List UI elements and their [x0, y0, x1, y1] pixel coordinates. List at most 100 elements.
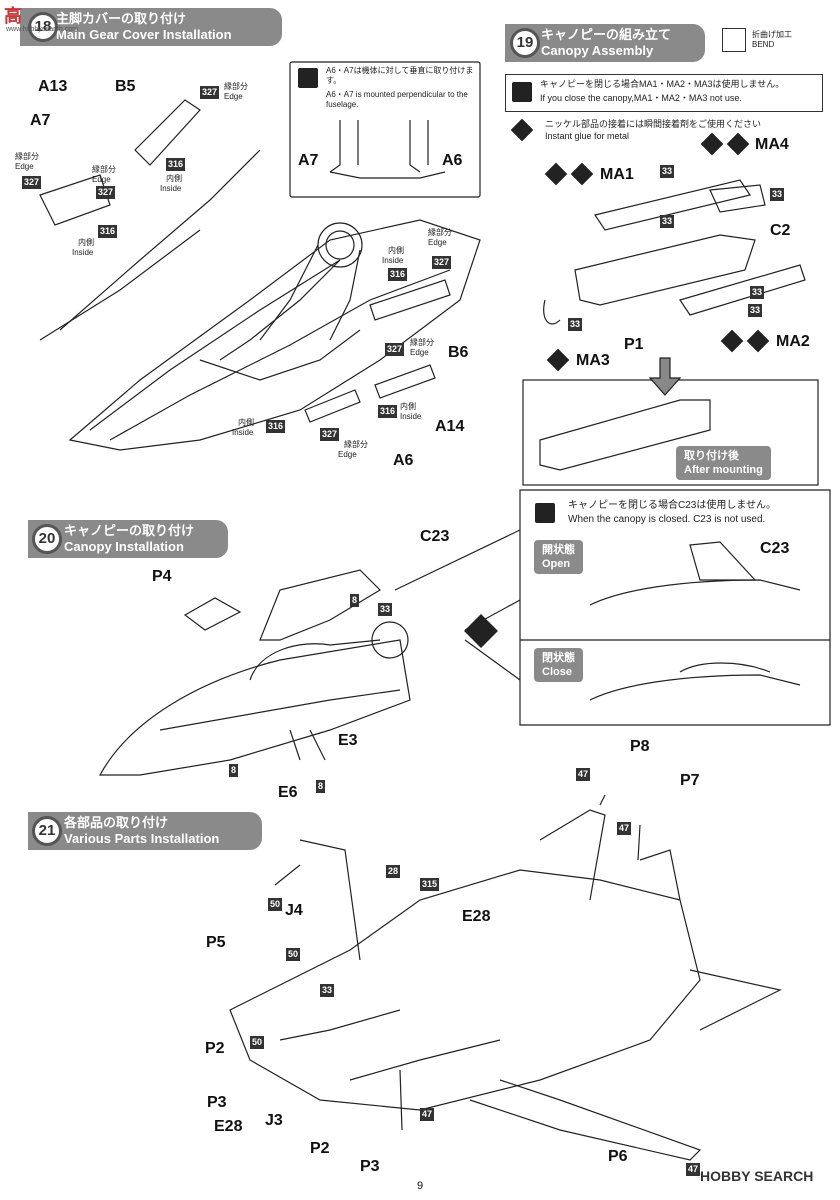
code-327-b5: 327	[200, 86, 220, 99]
watermark-top: 高	[4, 6, 22, 26]
code-327-a7: 327	[22, 176, 42, 189]
inside-jp-a14: 内側	[400, 402, 416, 411]
code-316-b6: 316	[388, 268, 408, 281]
label-P8: P8	[630, 738, 650, 755]
bend-icon	[722, 28, 746, 52]
note1-en: If you close the canopy,MA1・MA2・MA3 not …	[540, 93, 742, 103]
label-MA1: MA1	[600, 166, 634, 183]
bend-jp: 折曲げ加工	[752, 30, 792, 39]
step19-number: 19	[510, 28, 540, 58]
code-315: 315	[420, 878, 440, 891]
inside-jp-b5: 内側	[166, 174, 182, 183]
step18-header: 主脚カバーの取り付け Main Gear Cover Installation	[20, 8, 282, 46]
code-47-p7: 47	[617, 822, 632, 835]
code-33-e: 33	[748, 304, 763, 317]
code-33-b: 33	[770, 188, 785, 201]
step20-header: キャノピーの取り付け Canopy Installation	[28, 520, 228, 558]
step21-title-jp: 各部品の取り付け	[64, 815, 169, 830]
code-316-a7: 316	[98, 225, 118, 238]
inside-en-a7: Inside	[72, 248, 94, 257]
label-P3-b: P3	[360, 1158, 380, 1175]
edge-en-a7b: Edge	[92, 175, 111, 184]
code-316-b5: 316	[166, 158, 186, 171]
code-50-p3: 50	[250, 1036, 265, 1049]
code-33-a: 33	[660, 165, 675, 178]
label-E6: E6	[278, 784, 298, 801]
label-C2: C2	[770, 222, 791, 239]
edge-jp-a7: 縁部分	[15, 152, 39, 161]
code-50-p2: 50	[286, 948, 301, 961]
code-47-p3: 47	[420, 1108, 435, 1121]
label-A6: A6	[393, 452, 414, 469]
edge-jp-b5: 縁部分	[224, 82, 248, 91]
label-MA2: MA2	[776, 333, 810, 350]
label-A7: A7	[30, 112, 51, 129]
edge-jp-a14: 縁部分	[410, 338, 434, 347]
note1-box	[505, 74, 823, 112]
code-33-s20: 33	[378, 603, 393, 616]
edge-en-a6: Edge	[338, 450, 357, 459]
code-33-s21: 33	[320, 984, 335, 997]
step21-number: 21	[32, 816, 62, 846]
code-8-b: 8	[229, 764, 239, 777]
close-jp: 閉状態	[542, 652, 575, 664]
code-316-a6: 316	[266, 420, 286, 433]
inset-note-jp: A6・A7は機体に対して垂直に取り付けます。	[326, 66, 474, 85]
inset-label-A7: A7	[298, 152, 319, 169]
edge-jp-b6: 縁部分	[428, 228, 452, 237]
s20-note-en: When the canopy is closed. C23 is not us…	[568, 514, 766, 525]
inside-en-a14: Inside	[400, 412, 422, 421]
label-P2-a: P2	[205, 1040, 225, 1057]
label-J3: J3	[265, 1112, 283, 1129]
edge-en-a14: Edge	[410, 348, 429, 357]
edge-jp-a7b: 縁部分	[92, 165, 116, 174]
label-B6: B6	[448, 344, 469, 361]
page-number: 9	[416, 1180, 424, 1192]
label-E28-a: E28	[462, 908, 491, 925]
note2-jp: ニッケル部品の接着には瞬間接着剤をご使用ください	[545, 119, 762, 129]
inside-en-a6: Inside	[232, 428, 254, 437]
label-C23: C23	[420, 528, 450, 545]
hobbysearch-watermark: HOBBY SEARCH	[700, 1168, 814, 1184]
glue-icon	[298, 68, 318, 88]
inset-label-A6: A6	[442, 152, 463, 169]
step20-number: 20	[32, 524, 62, 554]
code-33-c: 33	[660, 215, 675, 228]
label-A14: A14	[435, 418, 465, 435]
step21-header: 各部品の取り付け Various Parts Installation	[28, 812, 262, 850]
note1-jp: キャノピーを閉じる場合MA1・MA2・MA3は使用しません。	[540, 79, 785, 89]
open-tag: 開状態 Open	[534, 540, 583, 574]
close-en: Close	[542, 666, 572, 678]
caution-icon	[512, 82, 532, 102]
caution-icon-s20	[535, 503, 555, 523]
code-33-f: 33	[568, 318, 583, 331]
step18-title-jp: 主脚カバーの取り付け	[56, 11, 187, 26]
label-P5: P5	[206, 934, 226, 951]
inset-label-C23: C23	[760, 540, 790, 557]
step19-title-jp: キャノピーの組み立て	[541, 27, 672, 42]
after-en: After mounting	[684, 464, 763, 476]
step19-title-en: Canopy Assembly	[541, 43, 654, 58]
after-jp: 取り付け後	[684, 450, 739, 462]
s20-note-jp: キャノピーを閉じる場合C23は使用しません。	[568, 500, 777, 511]
code-8-a: 8	[350, 594, 360, 607]
code-50-p5: 50	[268, 898, 283, 911]
watermark-site: www.hobbysearch.com	[6, 26, 78, 33]
inside-en-b6: Inside	[382, 256, 404, 265]
bend-en: BEND	[752, 40, 775, 49]
label-E3: E3	[338, 732, 358, 749]
code-8-c: 8	[316, 780, 326, 793]
inside-en-b5: Inside	[160, 184, 182, 193]
edge-en-b5: Edge	[224, 92, 243, 101]
code-327-a14: 327	[385, 343, 405, 356]
note2-en: Instant glue for metal	[545, 131, 630, 141]
edge-en-b6: Edge	[428, 238, 447, 247]
code-327-b6: 327	[432, 256, 452, 269]
step18-title-en: Main Gear Cover Installation	[56, 27, 232, 42]
label-B5: B5	[115, 78, 136, 95]
label-A13: A13	[38, 78, 68, 95]
close-tag: 閉状態 Close	[534, 648, 583, 682]
code-28: 28	[386, 865, 401, 878]
edge-en-a7: Edge	[15, 162, 34, 171]
